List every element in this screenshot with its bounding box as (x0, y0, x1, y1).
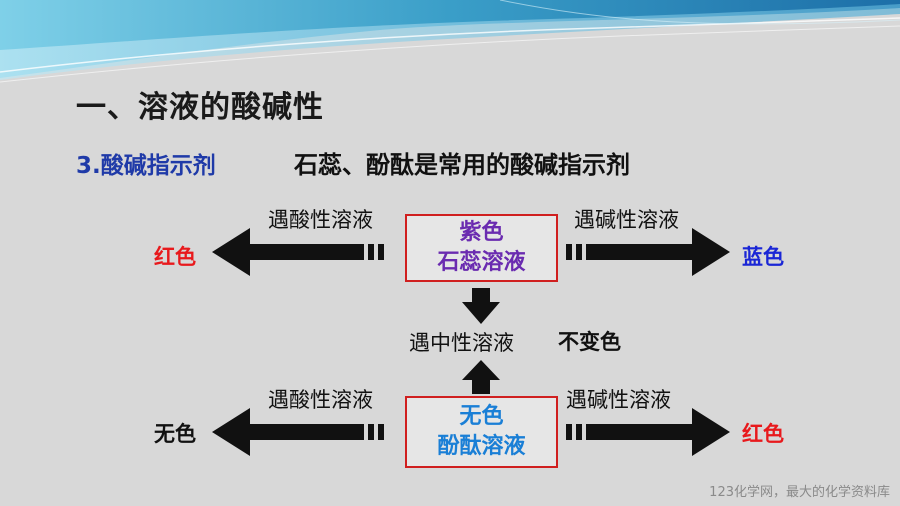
neutral-condition: 遇中性溶液 (409, 331, 514, 355)
litmus-color-label: 紫色 (459, 220, 504, 245)
litmus-left-arrow (212, 228, 384, 276)
neutral-result: 不变色 (558, 330, 621, 354)
litmus-solution-box: 紫色 石蕊溶液 (405, 214, 558, 282)
litmus-acid-result: 红色 (154, 245, 196, 269)
phenol-right-arrow (566, 408, 730, 456)
page-title: 一、溶液的酸碱性 (76, 90, 324, 125)
section-label: 3.酸碱指示剂 (76, 153, 216, 179)
phenol-acid-condition: 遇酸性溶液 (268, 388, 373, 412)
phenol-acid-result: 无色 (154, 422, 196, 446)
litmus-right-arrow (566, 228, 730, 276)
litmus-name-label: 石蕊溶液 (437, 250, 526, 275)
litmus-down-arrow (462, 288, 500, 324)
footer-watermark: 123化学网，最大的化学资料库 (709, 485, 890, 500)
phenol-name-label: 酚酞溶液 (437, 434, 526, 459)
phenol-base-result: 红色 (742, 422, 784, 446)
section-description: 石蕊、酚酞是常用的酸碱指示剂 (294, 151, 630, 179)
phenol-base-condition: 遇碱性溶液 (566, 388, 671, 412)
phenol-solution-box: 无色 酚酞溶液 (405, 396, 558, 468)
phenol-color-label: 无色 (459, 404, 504, 429)
litmus-base-condition: 遇碱性溶液 (574, 208, 679, 232)
phenol-left-arrow (212, 408, 384, 456)
header-wave-decoration (0, 0, 900, 83)
litmus-base-result: 蓝色 (742, 245, 784, 269)
litmus-acid-condition: 遇酸性溶液 (268, 208, 373, 232)
phenol-up-arrow (462, 360, 500, 394)
